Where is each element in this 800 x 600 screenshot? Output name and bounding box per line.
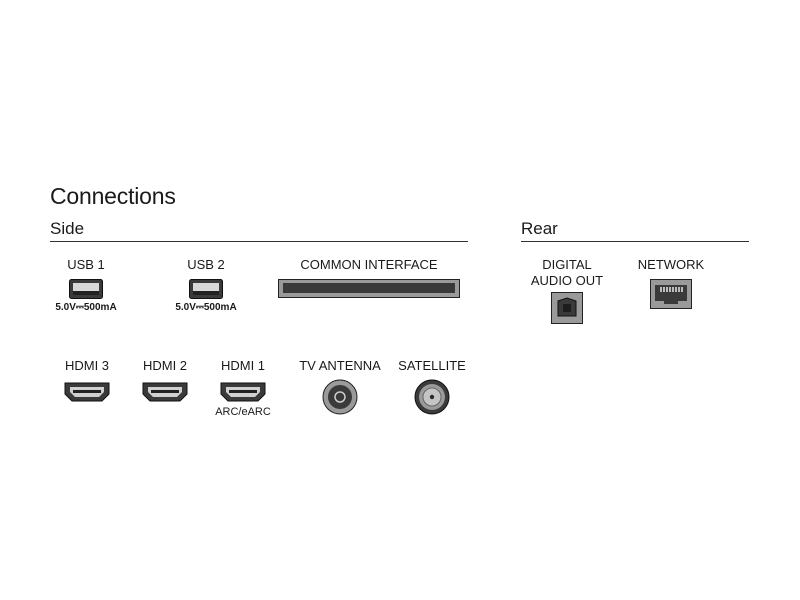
port-hdmi2: HDMI 2	[128, 358, 202, 402]
ethernet-port-icon	[650, 279, 692, 309]
port-tv-antenna: TV ANTENNA	[293, 358, 387, 415]
section-side-divider	[50, 241, 468, 242]
port-hdmi1-label: HDMI 1	[220, 358, 266, 373]
port-usb2-spec: 5.0V⎓500mA	[175, 302, 237, 313]
port-hdmi3: HDMI 3	[50, 358, 124, 402]
port-network-label: NETWORK	[637, 257, 705, 272]
port-hdmi1: HDMI 1 ARC/eARC	[206, 358, 280, 418]
port-hdmi3-label: HDMI 3	[64, 358, 110, 373]
section-rear-label: Rear	[521, 219, 558, 238]
port-digital-label-line1: DIGITAL	[542, 257, 592, 272]
port-common-interface: COMMON INTERFACE	[278, 257, 460, 299]
coaxial-connector-icon	[322, 379, 358, 415]
port-usb1-label: USB 1	[67, 257, 105, 272]
port-satellite: SATELLITE	[392, 358, 472, 415]
port-ci-label: COMMON INTERFACE	[300, 257, 438, 272]
port-usb1-spec: 5.0V⎓500mA	[55, 302, 117, 313]
port-network: NETWORK	[630, 257, 712, 309]
usb-port-icon	[189, 279, 223, 299]
hdmi-port-icon	[220, 382, 266, 402]
port-usb2-label: USB 2	[187, 257, 225, 272]
section-rear-divider	[521, 241, 749, 242]
f-connector-icon	[414, 379, 450, 415]
port-satellite-label: SATELLITE	[398, 358, 466, 373]
port-usb1: USB 1 5.0V⎓500mA	[50, 257, 122, 313]
port-digital-audio-out: DIGITAL AUDIO OUT	[526, 257, 608, 324]
port-hdmi2-label: HDMI 2	[142, 358, 188, 373]
port-hdmi1-sub: ARC/eARC	[215, 406, 271, 418]
hdmi-port-icon	[64, 382, 110, 402]
common-interface-slot-icon	[278, 279, 460, 299]
usb-port-icon	[69, 279, 103, 299]
optical-audio-port-icon	[551, 292, 583, 324]
hdmi-port-icon	[142, 382, 188, 402]
page-title: Connections	[50, 183, 176, 209]
section-side-label: Side	[50, 219, 85, 238]
port-antenna-label: TV ANTENNA	[299, 358, 381, 373]
port-usb2: USB 2 5.0V⎓500mA	[170, 257, 242, 313]
port-digital-label-line2: AUDIO OUT	[530, 273, 604, 288]
